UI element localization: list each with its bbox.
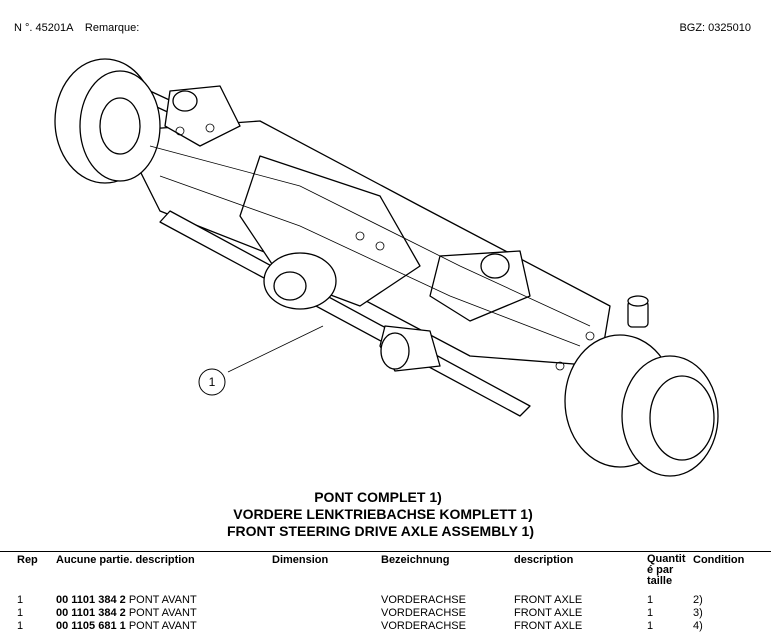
cell-qty: 1 [647, 607, 654, 619]
cell-condition: 2) [693, 594, 703, 606]
title-en: FRONT STEERING DRIVE AXLE ASSEMBLY 1) [226, 523, 534, 539]
cell-description: FRONT AXLE [514, 620, 583, 632]
cell-condition: 3) [693, 607, 703, 619]
table-row: 1 00 1101 384 2 PONT AVANT VORDERACHSE F… [0, 594, 771, 607]
table-header: Rep Aucune partie. description Dimension… [0, 551, 771, 592]
part-number: 00 1105 681 1 [56, 620, 126, 632]
callout-number: 1 [209, 375, 216, 389]
header-condition: Condition [693, 554, 745, 566]
cell-qty: 1 [647, 594, 654, 606]
assembly-title: PONT COMPLET 1) VORDERE LENKTRIEBACHSE K… [0, 489, 771, 540]
header-part: Aucune partie. description [56, 554, 195, 566]
title-fr: PONT COMPLET 1) [314, 489, 442, 505]
cell-description: FRONT AXLE [514, 607, 583, 619]
bgz-code: BGZ: 0325010 [679, 22, 751, 34]
header-dimension: Dimension [272, 554, 329, 566]
header-rep: Rep [17, 554, 38, 566]
part-desc: PONT AVANT [128, 620, 197, 632]
parts-table: 1 00 1101 384 2 PONT AVANT VORDERACHSE F… [0, 594, 771, 633]
cell-part: 00 1101 384 2 PONT AVANT [56, 594, 197, 606]
cell-bezeichnung: VORDERACHSE [381, 620, 466, 632]
cell-qty: 1 [647, 620, 654, 632]
part-number: 00 1101 384 2 [56, 594, 126, 606]
document-number: N °. 45201A [14, 22, 73, 34]
callout-1: 1 [198, 368, 226, 396]
cell-bezeichnung: VORDERACHSE [381, 607, 466, 619]
part-desc: PONT AVANT [128, 594, 197, 606]
header-description: description [514, 554, 574, 566]
cell-bezeichnung: VORDERACHSE [381, 594, 466, 606]
part-number: 00 1101 384 2 [56, 607, 126, 619]
document-header: N °. 45201A Remarque: [14, 22, 139, 34]
remark-label: Remarque: [84, 22, 140, 34]
header-bezeichnung: Bezeichnung [381, 554, 450, 566]
cell-part: 00 1101 384 2 PONT AVANT [56, 607, 197, 619]
title-de: VORDERE LENKTRIEBACHSE KOMPLETT 1) [233, 506, 533, 522]
cell-part: 00 1105 681 1 PONT AVANT [56, 620, 197, 632]
header-quantity: Quantit é par taille [647, 553, 686, 587]
cell-condition: 4) [693, 620, 703, 632]
cell-rep: 1 [17, 607, 24, 619]
cell-rep: 1 [17, 594, 24, 606]
cell-description: FRONT AXLE [514, 594, 583, 606]
axle-assembly-drawing: 1 [54, 58, 719, 477]
table-row: 1 00 1101 384 2 PONT AVANT VORDERACHSE F… [0, 607, 771, 620]
part-desc: PONT AVANT [128, 607, 197, 619]
table-row: 1 00 1105 681 1 PONT AVANT VORDERACHSE F… [0, 620, 771, 633]
cell-rep: 1 [17, 620, 24, 632]
